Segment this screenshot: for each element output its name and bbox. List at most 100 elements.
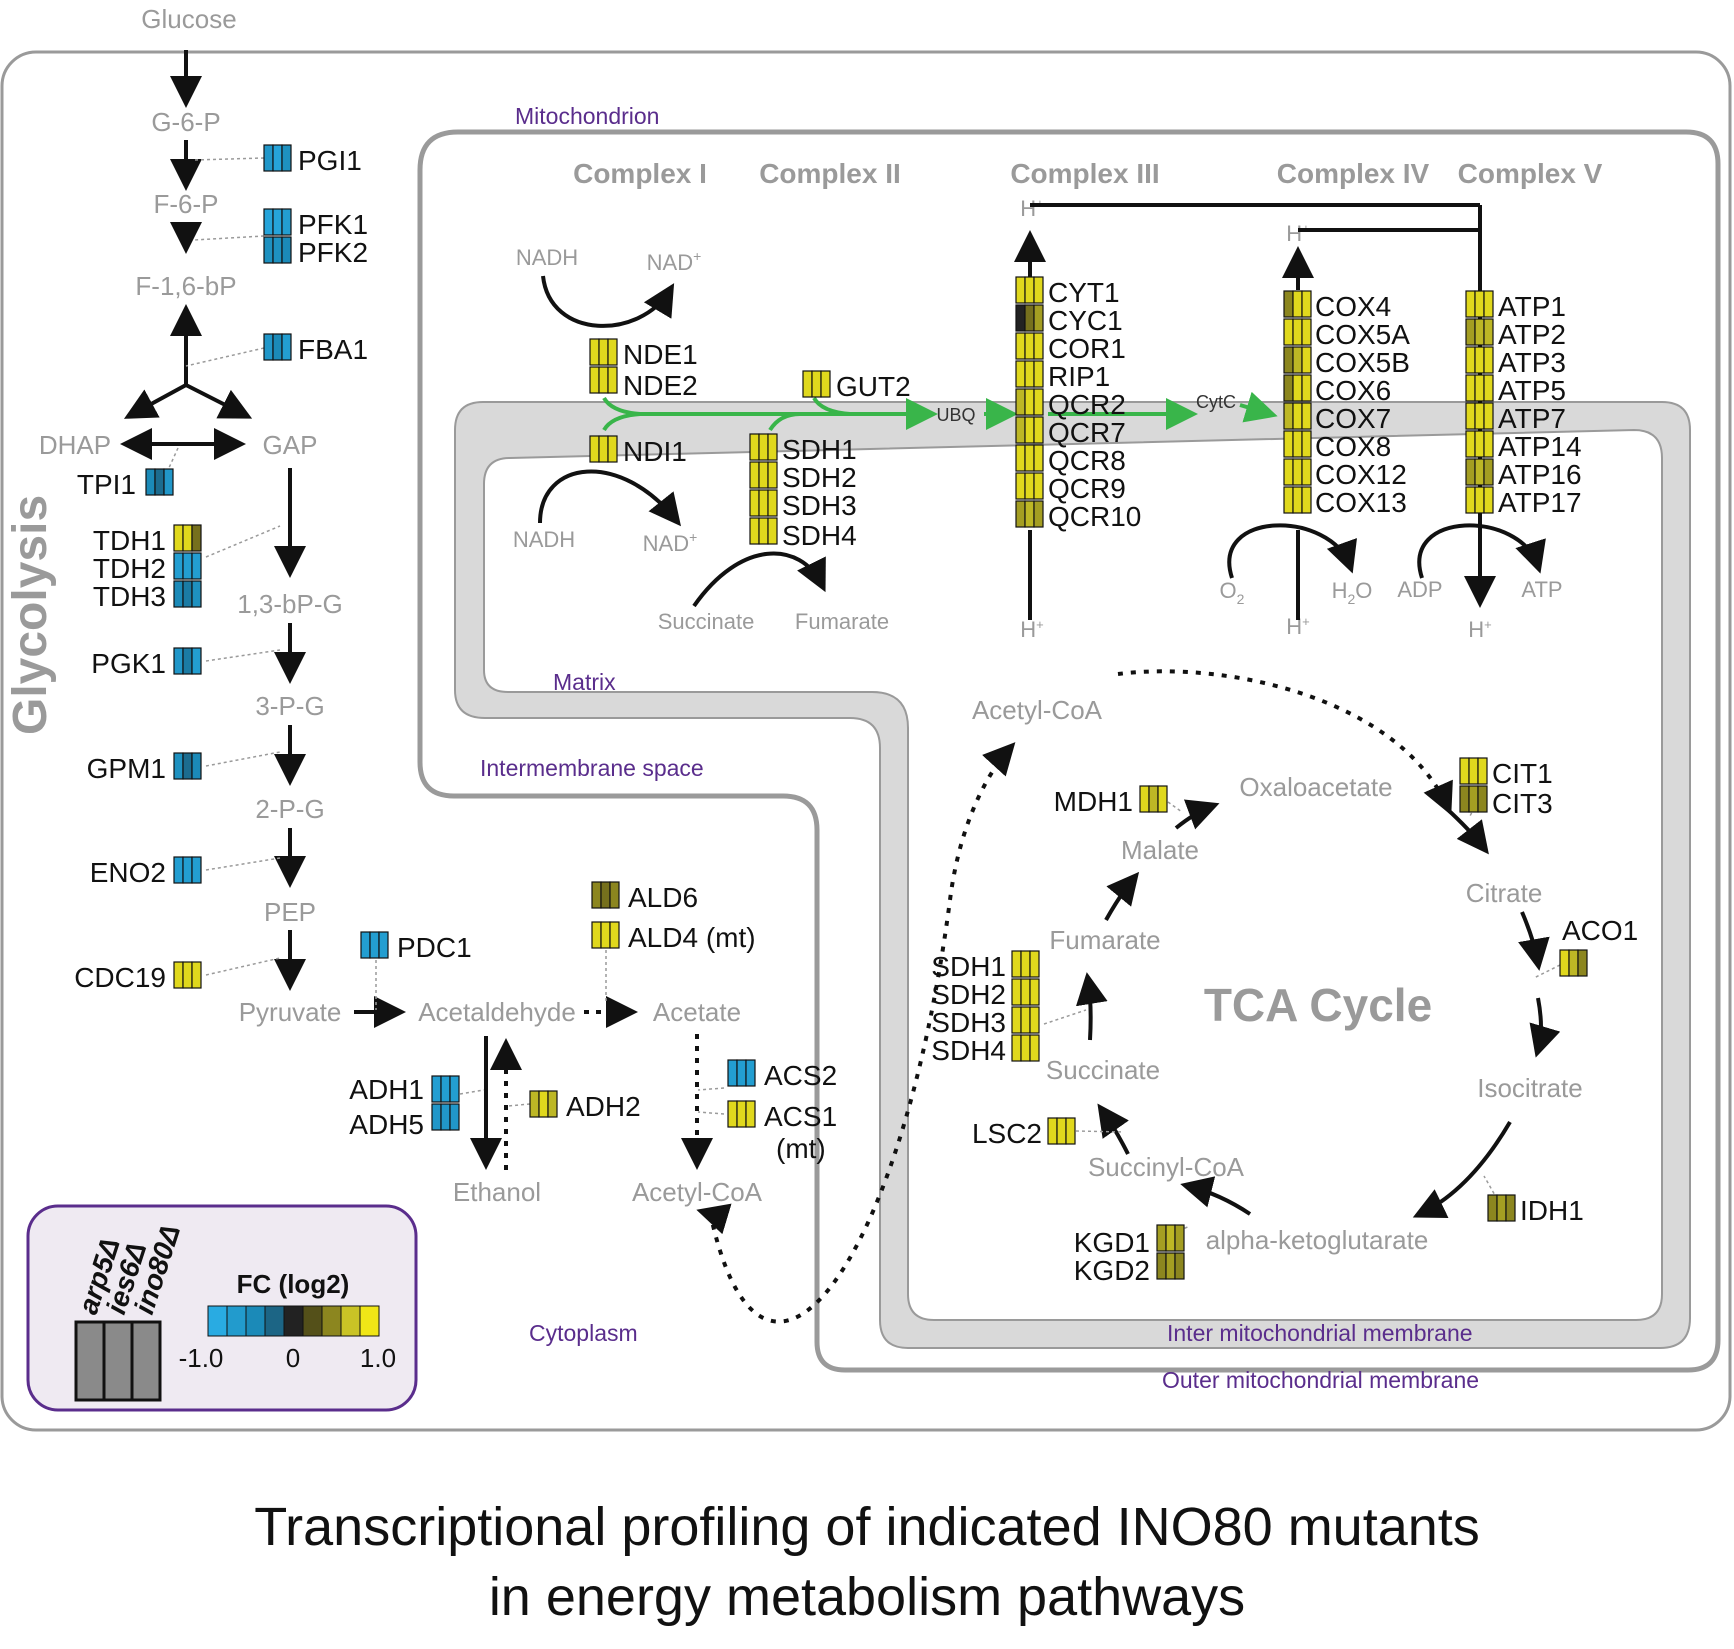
heatmap-cell-QCR10-1 [1015,500,1026,528]
heatmap-cell-COX6-3 [1301,374,1312,402]
heatmap-cell-MDH1-1 [1139,785,1150,813]
gene-label-PGK1: PGK1 [91,648,166,679]
heatmap-cell-ATP5-3 [1483,374,1494,402]
heatmap-cell-ALD4-1 [591,921,602,949]
heatmap-cell-GUT2-1 [802,370,813,398]
heatmap-cell-ACS2-3 [745,1059,756,1087]
heatmap-TPI1 [145,468,174,496]
heatmap-cell-ADH5-2 [440,1103,451,1131]
heatmap-cell-LSC2-2 [1056,1117,1067,1145]
heatmap-COX6 [1283,374,1312,402]
gene-ADH2: ADH2 [529,1090,641,1122]
heatmap-cell-SDH4_tca-1 [1011,1034,1022,1062]
gene-label-QCR2: QCR2 [1048,389,1126,420]
heatmap-cell-NDE1-2 [598,338,609,366]
gene-ADH5: ADH5 [349,1103,460,1140]
legend-scale-cell [321,1305,342,1337]
heatmap-cell-IDH1-2 [1496,1194,1507,1222]
legend: arp5Δ ies6Δ ino80Δ FC (log2) -1.0 0 1.0 [26,1204,418,1412]
gene-label-COX5A: COX5A [1315,319,1410,350]
heatmap-cell-CYT1-2 [1024,276,1035,304]
heatmap-cell-SDH1_c2-2 [758,433,769,461]
heatmap-cell-SDH2_tca-1 [1011,978,1022,1006]
heatmap-cell-MDH1-2 [1148,785,1159,813]
legend-strain-column-3 [130,1320,162,1402]
gene-label-GPM1: GPM1 [87,753,166,784]
heatmap-ENO2 [173,856,202,884]
gene-LSC2: LSC2 [972,1117,1076,1149]
heatmap-cell-MDH1-3 [1157,785,1168,813]
gene-TDH3: TDH3 [93,580,202,612]
gene-PGK1: PGK1 [91,647,202,679]
g6p-label: G-6-P [151,107,220,137]
heatmap-cell-QCR8-1 [1015,444,1026,472]
heatmap-cell-ENO2-2 [182,856,193,884]
gene-COR1: COR1 [1015,332,1126,364]
heatmap-cell-ATP5-1 [1465,374,1476,402]
heatmap-cell-TPI1-3 [163,468,174,496]
tca-arrows [1075,799,1561,1219]
heatmap-SDH3_c2 [749,489,778,517]
heatmap-cell-NDI1-3 [607,435,618,463]
gene-CDC19: CDC19 [74,961,202,993]
heatmap-cell-KGD2-1 [1156,1252,1167,1280]
heatmap-COX4 [1283,290,1312,318]
heatmap-cell-SDH4_c2-1 [749,517,760,545]
heatmap-cell-CYT1-1 [1015,276,1026,304]
heatmap-cell-ADH2-2 [538,1090,549,1118]
heatmap-SDH4_c2 [749,517,778,545]
heatmap-cell-TDH2-1 [173,552,184,580]
heatmap-cell-SDH3_tca-3 [1029,1006,1040,1034]
gene-label-SDH2-tca: SDH2 [931,979,1006,1010]
heatmap-cell-QCR10-2 [1024,500,1035,528]
heatmap-cell-SDH3_tca-1 [1011,1006,1022,1034]
gene-label-ENO2: ENO2 [90,857,166,888]
heatmap-cell-ADH1-1 [431,1075,442,1103]
legend-strain-columns [74,1320,162,1402]
heatmap-IDH1 [1487,1194,1516,1222]
heatmap-ADH5 [431,1103,460,1131]
gene-label-LSC2: LSC2 [972,1118,1042,1149]
f16bp-label: F-1,6-bP [135,271,236,301]
heatmap-cell-ACO1-3 [1577,949,1588,977]
heatmap-cell-COX8-3 [1301,430,1312,458]
f6p-label: F-6-P [154,189,219,219]
heatmap-KGD1 [1156,1224,1185,1252]
heatmap-cell-PFK1-2 [272,208,283,236]
heatmap-PFK1 [263,208,292,236]
heatmap-cell-TDH1-2 [182,524,193,552]
heatmap-cell-ATP17-3 [1483,486,1494,514]
gene-SDH2-tca: SDH2 [931,978,1040,1010]
gene-label-NDI1: NDI1 [623,436,687,467]
heatmap-ACS1 [727,1100,756,1128]
heatmap-SDH3_tca [1011,1006,1040,1034]
gene-COX5B: COX5B [1283,346,1410,378]
heatmap-cell-PDC1-1 [360,931,371,959]
heatmap-cell-ATP1-3 [1483,290,1494,318]
dhap-label: DHAP [39,430,111,460]
gene-label-ALD6: ALD6 [628,882,698,913]
fumarate-c2-label: Fumarate [795,609,889,634]
gene-label-SDH1-c2: SDH1 [782,434,857,465]
gene-label-CYC1: CYC1 [1048,305,1123,336]
akg-label: alpha-ketoglutarate [1206,1225,1429,1255]
heatmap-cell-GPM1-2 [182,752,193,780]
heatmap-cell-COX8-1 [1283,430,1294,458]
heatmap-cell-ADH1-2 [440,1075,451,1103]
heatmap-cell-KGD2-2 [1165,1252,1176,1280]
heatmap-SDH2_tca [1011,978,1040,1006]
gene-CIT1: CIT1 [1459,757,1553,789]
intermembrane-label: Intermembrane space [480,755,704,781]
isocitrate-label: Isocitrate [1477,1073,1583,1103]
heatmap-cell-SDH4_c2-3 [767,517,778,545]
legend-tick-max: 1.0 [360,1343,396,1373]
gene-label-KGD1: KGD1 [1074,1227,1150,1258]
heatmap-QCR9 [1015,472,1044,500]
gene-label-ADH1: ADH1 [349,1074,424,1105]
gene-label-COX6: COX6 [1315,375,1391,406]
heatmap-cell-ACS1-1 [727,1100,738,1128]
heatmap-RIP1 [1015,360,1044,388]
gene-SDH2-c2: SDH2 [749,461,857,493]
heatmap-NDE1 [589,338,618,366]
heatmap-COX7 [1283,402,1312,430]
